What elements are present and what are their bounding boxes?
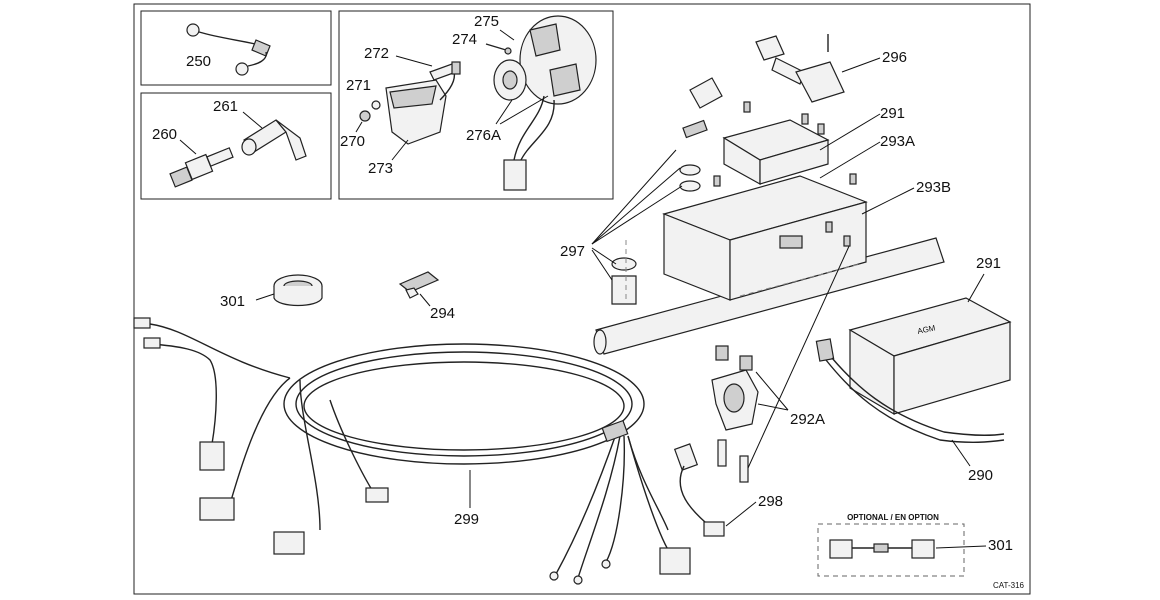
connector-296: 296 [755, 34, 907, 103]
inset-frame-270 [338, 10, 614, 200]
label-296: 296 [882, 49, 907, 66]
label-297: 297 [560, 243, 585, 260]
outer-frame [133, 3, 1031, 595]
label-271: 271 [346, 77, 371, 94]
inset-ground-cable: 250 [140, 10, 332, 86]
key-switch-297: 297 [560, 77, 723, 305]
catalog-code: CAT-316 [993, 581, 1025, 590]
clamp-292A: 292A [711, 243, 851, 483]
label-299: 299 [454, 511, 479, 528]
label-292A: 292A [790, 411, 825, 428]
nut-270 [359, 110, 371, 122]
label-293B: 293B [916, 179, 951, 196]
label-294: 294 [430, 305, 455, 322]
inset-spark-plug: 260 261 [140, 92, 332, 200]
screw-274-illustration [485, 43, 512, 55]
ground-cable-illustration [186, 23, 271, 76]
label-260: 260 [152, 126, 177, 143]
adapter-harness-301 [829, 539, 935, 559]
inset-ignition: 275 274 272 271 270 273 276A [338, 10, 614, 200]
inset-frame-250 [140, 10, 332, 86]
bracket-screws [713, 101, 857, 247]
label-270: 270 [340, 133, 365, 150]
label-261: 261 [213, 98, 238, 115]
label-301-text: 301 [988, 537, 1013, 554]
ignition-coil-illustration [385, 71, 456, 145]
ribbon-cable-290: 290 [815, 338, 1005, 484]
stator-illustration [493, 15, 597, 191]
label-250: 250 [186, 53, 211, 70]
optional-box: OPTIONAL / EN OPTION 301 301 [817, 513, 1013, 577]
label-298: 298 [758, 493, 783, 510]
optional-title: OPTIONAL / EN OPTION [847, 513, 939, 522]
optional-frame [817, 523, 965, 577]
label-276A: 276A [466, 127, 501, 144]
cable-298: 298 [673, 443, 783, 537]
inset-frame-260 [140, 92, 332, 200]
label-273: 273 [368, 160, 393, 177]
label-293A: 293A [880, 133, 915, 150]
control-module-295: 291 [722, 105, 905, 186]
spark-plug-cap-illustration [241, 119, 307, 161]
label-300: 301 [220, 293, 245, 310]
bolt-272-illustration [429, 61, 461, 81]
fuse-294: 294 [398, 271, 455, 322]
washer-271 [371, 100, 381, 110]
tape-roll-300: 301 [220, 274, 323, 310]
label-291-text: 291 [976, 255, 1001, 272]
battery-291: AGM 260 291 291 [848, 255, 1012, 416]
label-274: 274 [452, 31, 477, 48]
label-272: 272 [364, 45, 389, 62]
wiring-harness-299: 299 [133, 317, 691, 585]
battery-marking: AGM [917, 323, 937, 336]
spark-plug-illustration [169, 147, 234, 188]
label-275: 275 [474, 13, 499, 30]
label-290: 290 [968, 467, 993, 484]
label-295: 291 [880, 105, 905, 122]
